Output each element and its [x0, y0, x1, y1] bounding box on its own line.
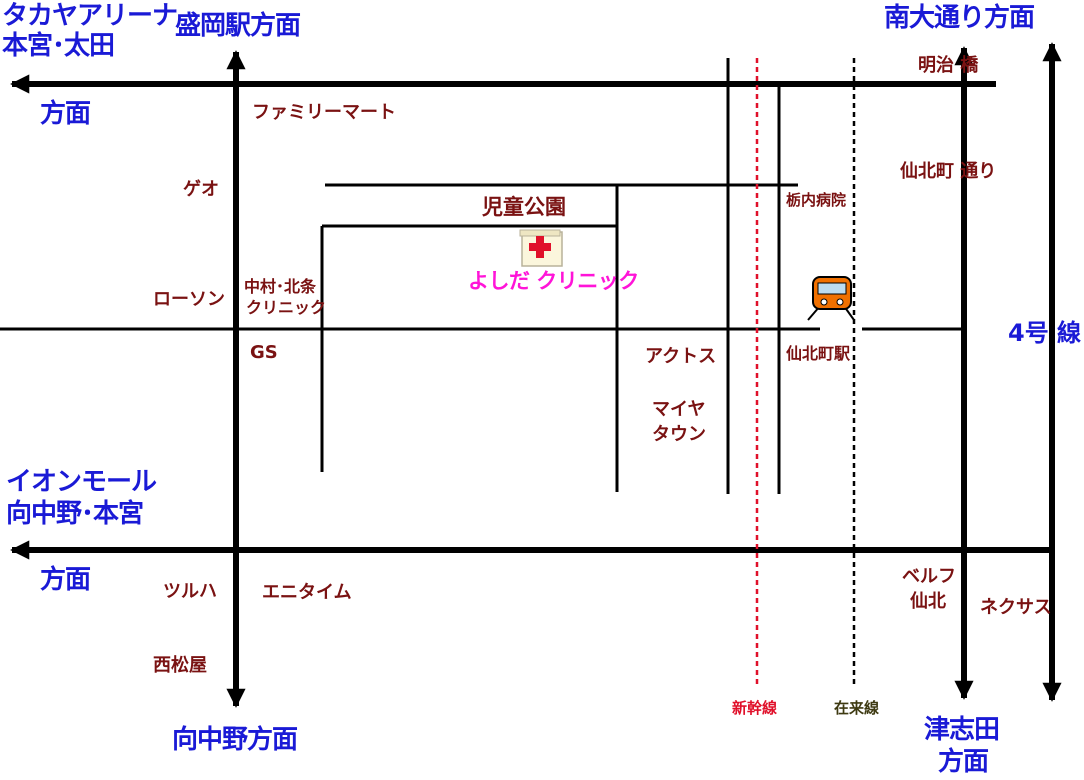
direction-takaya-arena-line3: 方面: [40, 99, 91, 129]
landmark-maiya-line2: タウン: [652, 424, 706, 445]
landmark-gs: GS: [250, 342, 278, 363]
landmark-belf-line1: ベルフ: [902, 566, 956, 587]
label-conventional-line: 在来線: [834, 699, 880, 717]
landmark-anytime: エニタイム: [262, 582, 352, 603]
landmark-family-mart: ファミリーマート: [252, 102, 396, 123]
direction-takaya-arena-line1: タカヤアリーナ: [2, 1, 178, 31]
landmark-nishimatsuya: 西松屋: [153, 655, 207, 676]
direction-mukainakano: 向中野方面: [172, 725, 298, 755]
landmark-nakamura-line1: 中村･北条: [244, 277, 317, 296]
landmark-belf-line2: 仙北: [910, 591, 946, 612]
direction-aeon-mall-line2: 向中野･本宮: [6, 499, 144, 529]
landmark-yoshida-clinic: よしだ クリニック: [468, 269, 639, 293]
landmark-nexus: ネクサス: [980, 597, 1052, 618]
landmark-actus: アクトス: [645, 346, 717, 367]
landmark-nakamura-line2: クリニック: [246, 298, 327, 317]
label-shinkansen: 新幹線: [732, 699, 778, 717]
direction-tsushida-line2: 方面: [938, 747, 989, 777]
landmark-meiji-bridge: 明治 橋: [918, 55, 979, 76]
red-cross-icon: [519, 229, 563, 267]
direction-minami-odori: 南大通り方面: [884, 3, 1035, 33]
direction-aeon-mall-line3: 方面: [40, 565, 91, 595]
landmark-tochinai-hospital: 栃内病院: [786, 191, 847, 209]
direction-aeon-mall-line1: イオンモール: [6, 467, 157, 497]
landmark-maiya-line1: マイヤ: [652, 399, 706, 420]
landmark-lawson: ローソン: [153, 289, 225, 310]
landmark-geo: ゲオ: [183, 179, 219, 200]
landmark-senboku-street: 仙北町 通り: [900, 161, 997, 182]
train-icon: [807, 276, 855, 321]
direction-takaya-arena-line2: 本宮･太田: [2, 31, 115, 61]
landmark-senboku-station: 仙北町駅: [786, 344, 851, 363]
direction-morioka-station: 盛岡駅方面: [175, 11, 301, 41]
landmark-tsuruha: ツルハ: [163, 581, 217, 602]
direction-route4: 4号 線: [1008, 319, 1082, 347]
landmark-children-park: 児童公園: [482, 195, 566, 219]
direction-tsushida-line1: 津志田: [924, 715, 1000, 745]
